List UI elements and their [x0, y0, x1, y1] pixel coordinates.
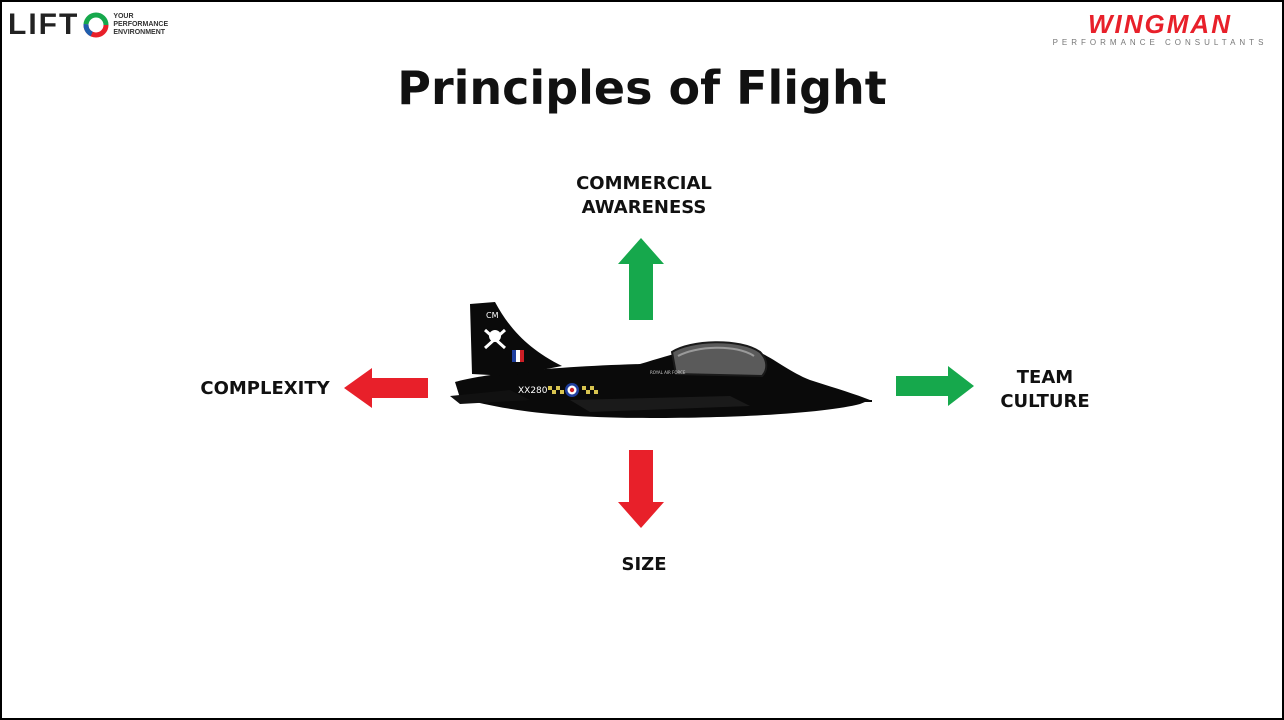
lift-ring-icon [83, 12, 109, 38]
lift-logo-tagline: YOUR PERFORMANCE ENVIRONMENT [113, 13, 168, 37]
arrow-left-icon [344, 368, 428, 408]
label-commercial-awareness: COMMERCIAL AWARENESS [544, 172, 744, 220]
lift-logo: LIFT YOUR PERFORMANCE ENVIRONMENT [8, 8, 168, 42]
wingman-logo: WINGMAN PERFORMANCE CONSULTANTS [1044, 10, 1276, 48]
label-line: COMPLEXITY [200, 378, 330, 399]
arrow-up-shape [618, 238, 664, 320]
label-line: TEAM [1016, 367, 1074, 388]
slide-title: Principles of Flight [397, 61, 887, 115]
jet-tail-code: CM [486, 311, 499, 320]
arrow-right-shape [896, 366, 974, 406]
label-line: CULTURE [1000, 391, 1090, 412]
label-line: AWARENESS [581, 197, 707, 218]
arrow-up-icon [618, 238, 664, 320]
arrow-left-shape [344, 368, 428, 408]
arrow-right-icon [896, 366, 974, 406]
label-team-culture: TEAM CULTURE [980, 366, 1110, 414]
jet-roundel-text: ROYAL AIR FORCE [650, 370, 686, 375]
lift-logo-word: LIFT [8, 8, 80, 41]
lift-tagline-line: YOUR [113, 13, 134, 20]
label-size: SIZE [594, 553, 694, 577]
label-line: COMMERCIAL [576, 173, 712, 194]
arrow-down-icon [618, 450, 664, 528]
wingman-logo-word: WINGMAN [1088, 9, 1232, 39]
label-complexity: COMPLEXITY [180, 377, 350, 401]
label-line: SIZE [621, 554, 667, 575]
wingman-logo-tagline: PERFORMANCE CONSULTANTS [1052, 38, 1268, 47]
jet-serial: XX280 [518, 386, 548, 396]
arrow-down-shape [618, 450, 664, 528]
jet-aircraft-image: CM XX280 ROYAL AIR FORCE [450, 302, 872, 418]
lift-tagline-line: ENVIRONMENT [113, 29, 166, 36]
lift-tagline-line: PERFORMANCE [113, 21, 169, 28]
